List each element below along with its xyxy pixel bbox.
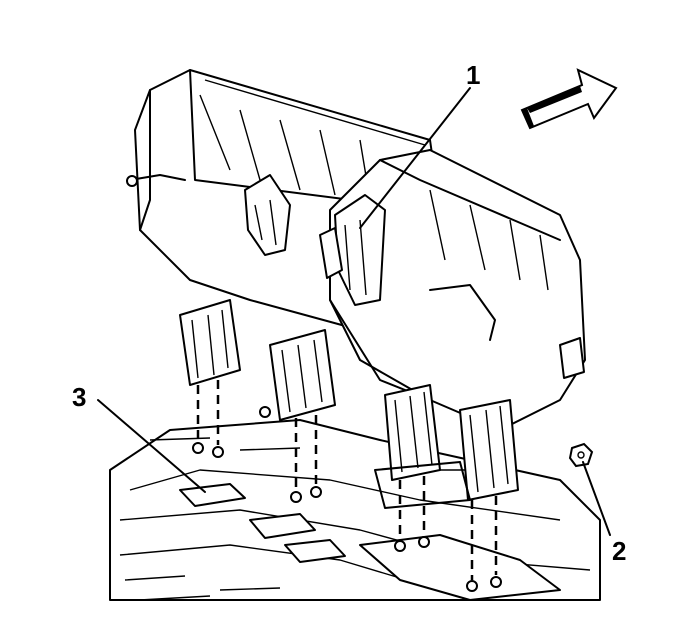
callout-2-label: 2 <box>612 536 627 566</box>
forward-arrow-icon <box>520 68 618 130</box>
vehicle-floor-panel <box>109 419 601 601</box>
callout-1-label: 1 <box>466 60 481 90</box>
callout-3-label: 3 <box>72 382 87 412</box>
rear-seat-assembly <box>126 69 586 431</box>
seat-leg-brackets <box>179 299 519 509</box>
floor-studs <box>192 406 502 592</box>
seat-retaining-nut <box>568 442 594 468</box>
leader-lines <box>97 87 611 536</box>
alignment-lines <box>196 380 498 580</box>
